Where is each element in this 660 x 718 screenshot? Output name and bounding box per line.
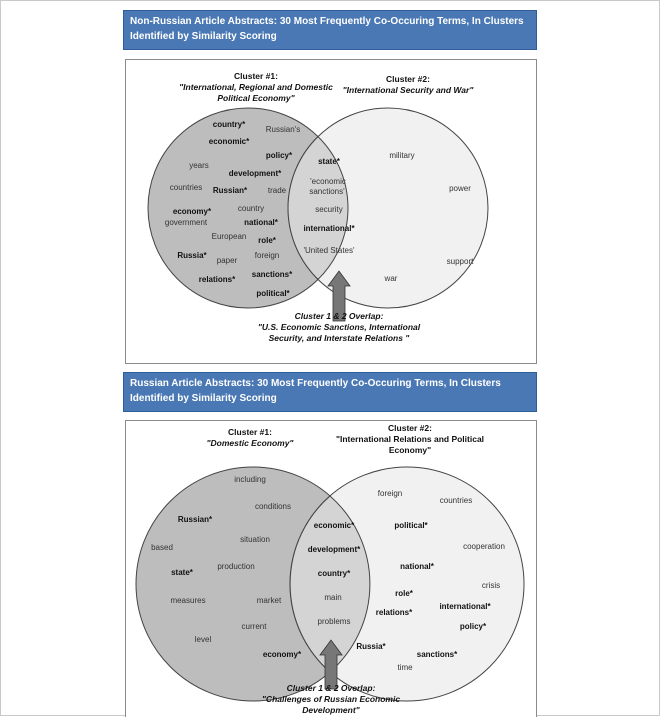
panel1-venn-frame: Cluster #1: "International, Regional and… xyxy=(125,59,537,364)
venn-term: policy* xyxy=(460,622,487,631)
panel1-overlap-arrow xyxy=(327,270,351,322)
panel2-cluster1-title: Cluster #1: xyxy=(228,427,272,437)
venn-term: 'economic xyxy=(310,177,346,186)
venn-term: economic* xyxy=(209,137,250,146)
panel2-overlap-label-line2: "Challenges of Russian Economic xyxy=(262,694,400,704)
venn-term: country* xyxy=(213,120,246,129)
venn-term: international* xyxy=(439,602,491,611)
venn-term: situation xyxy=(240,535,270,544)
venn-term: support xyxy=(447,257,474,266)
panel2-venn-diagram: Cluster #1: "Domestic Economy" Cluster #… xyxy=(135,423,525,715)
venn-term: including xyxy=(234,475,266,484)
venn-term: conditions xyxy=(255,502,291,511)
venn-term: Russian's xyxy=(266,125,300,134)
panel1-cluster2-subtitle: "International Security and War" xyxy=(343,85,475,95)
venn-term: paper xyxy=(217,256,238,265)
venn-term: cooperation xyxy=(463,542,505,551)
panel2-cluster2-subtitle-line2: Economy" xyxy=(389,445,431,455)
venn-term: measures xyxy=(170,596,205,605)
venn-term: state* xyxy=(318,157,341,166)
venn-term: international* xyxy=(303,224,355,233)
venn-term: development* xyxy=(308,545,361,554)
venn-term: countries xyxy=(170,183,202,192)
panel2-cluster1-subtitle: "Domestic Economy" xyxy=(207,438,295,448)
panel1-header-line2: Identified by Similarity Scoring xyxy=(130,31,277,42)
venn-term: sanctions* xyxy=(252,270,293,279)
venn-term: Russia* xyxy=(177,251,207,260)
venn-term: foreign xyxy=(255,251,279,260)
venn-term: main xyxy=(324,593,341,602)
venn-term: Russia* xyxy=(356,642,386,651)
venn-term: countries xyxy=(440,496,472,505)
venn-term: market xyxy=(257,596,282,605)
venn-term: political* xyxy=(256,289,290,298)
venn-term: time xyxy=(397,663,413,672)
venn-term: trade xyxy=(268,186,287,195)
panel1-cluster1-title: Cluster #1: xyxy=(234,71,278,81)
venn-term: political* xyxy=(394,521,428,530)
venn-term: economy* xyxy=(173,207,212,216)
venn-term: production xyxy=(217,562,254,571)
venn-term: national* xyxy=(244,218,279,227)
panel1-venn-diagram: Cluster #1: "International, Regional and… xyxy=(147,71,489,343)
venn-term: based xyxy=(151,543,173,552)
venn-term: European xyxy=(212,232,247,241)
venn-term: national* xyxy=(400,562,435,571)
panel2-overlap-label-line3: Development" xyxy=(302,705,360,715)
venn-term: economic* xyxy=(314,521,355,530)
venn-term: policy* xyxy=(266,151,293,160)
venn-term: sanctions' xyxy=(309,187,345,196)
panel1-overlap-label-line2: "U.S. Economic Sanctions, International xyxy=(258,322,421,332)
venn-term: role* xyxy=(258,236,277,245)
venn-term: role* xyxy=(395,589,414,598)
venn-term: military xyxy=(389,151,414,160)
venn-term: security xyxy=(315,205,343,214)
panel1-overlap-label-line1: Cluster 1 & 2 Overlap: xyxy=(295,311,384,321)
venn-term: problems xyxy=(318,617,351,626)
panel1-cluster1-subtitle-line2: Political Economy" xyxy=(217,93,295,103)
venn-term: relations* xyxy=(199,275,236,284)
panel2-venn-frame: Cluster #1: "Domestic Economy" Cluster #… xyxy=(125,420,537,717)
venn-term: relations* xyxy=(376,608,413,617)
venn-term: Russian* xyxy=(178,515,213,524)
panel2-overlap-arrow xyxy=(319,639,343,690)
venn-term: state* xyxy=(171,568,194,577)
venn-term: sanctions* xyxy=(417,650,458,659)
venn-term: power xyxy=(449,184,471,193)
venn-term: level xyxy=(195,635,212,644)
venn-term: 'United States' xyxy=(303,246,355,255)
panel2-header: Russian Article Abstracts: 30 Most Frequ… xyxy=(123,372,537,412)
panel2-header-line2: Identified by Similarity Scoring xyxy=(130,393,277,404)
venn-term: country* xyxy=(318,569,351,578)
venn-term: foreign xyxy=(378,489,402,498)
panel1-cluster2-title: Cluster #2: xyxy=(386,74,430,84)
panel2-cluster2-subtitle-line1: "International Relations and Political xyxy=(336,434,484,444)
venn-term: years xyxy=(189,161,209,170)
panel2-overlap-label-line1: Cluster 1 & 2 Overlap: xyxy=(287,683,376,693)
panel2-cluster2-title: Cluster #2: xyxy=(388,423,432,433)
panel1-header-line1: Non-Russian Article Abstracts: 30 Most F… xyxy=(130,16,524,27)
venn-term: crisis xyxy=(482,581,500,590)
panel1-cluster1-subtitle-line1: "International, Regional and Domestic xyxy=(179,82,333,92)
venn-term: country xyxy=(238,204,264,213)
venn-term: government xyxy=(165,218,208,227)
panel1-header: Non-Russian Article Abstracts: 30 Most F… xyxy=(123,10,537,50)
panel2-header-line1: Russian Article Abstracts: 30 Most Frequ… xyxy=(130,378,501,389)
venn-term: development* xyxy=(229,169,282,178)
venn-term: current xyxy=(242,622,268,631)
venn-term: war xyxy=(384,274,398,283)
venn-term: Russian* xyxy=(213,186,248,195)
panel1-overlap-region xyxy=(287,135,349,281)
panel1-overlap-label-line3: Security, and Interstate Relations " xyxy=(269,333,411,343)
venn-term: economy* xyxy=(263,650,302,659)
